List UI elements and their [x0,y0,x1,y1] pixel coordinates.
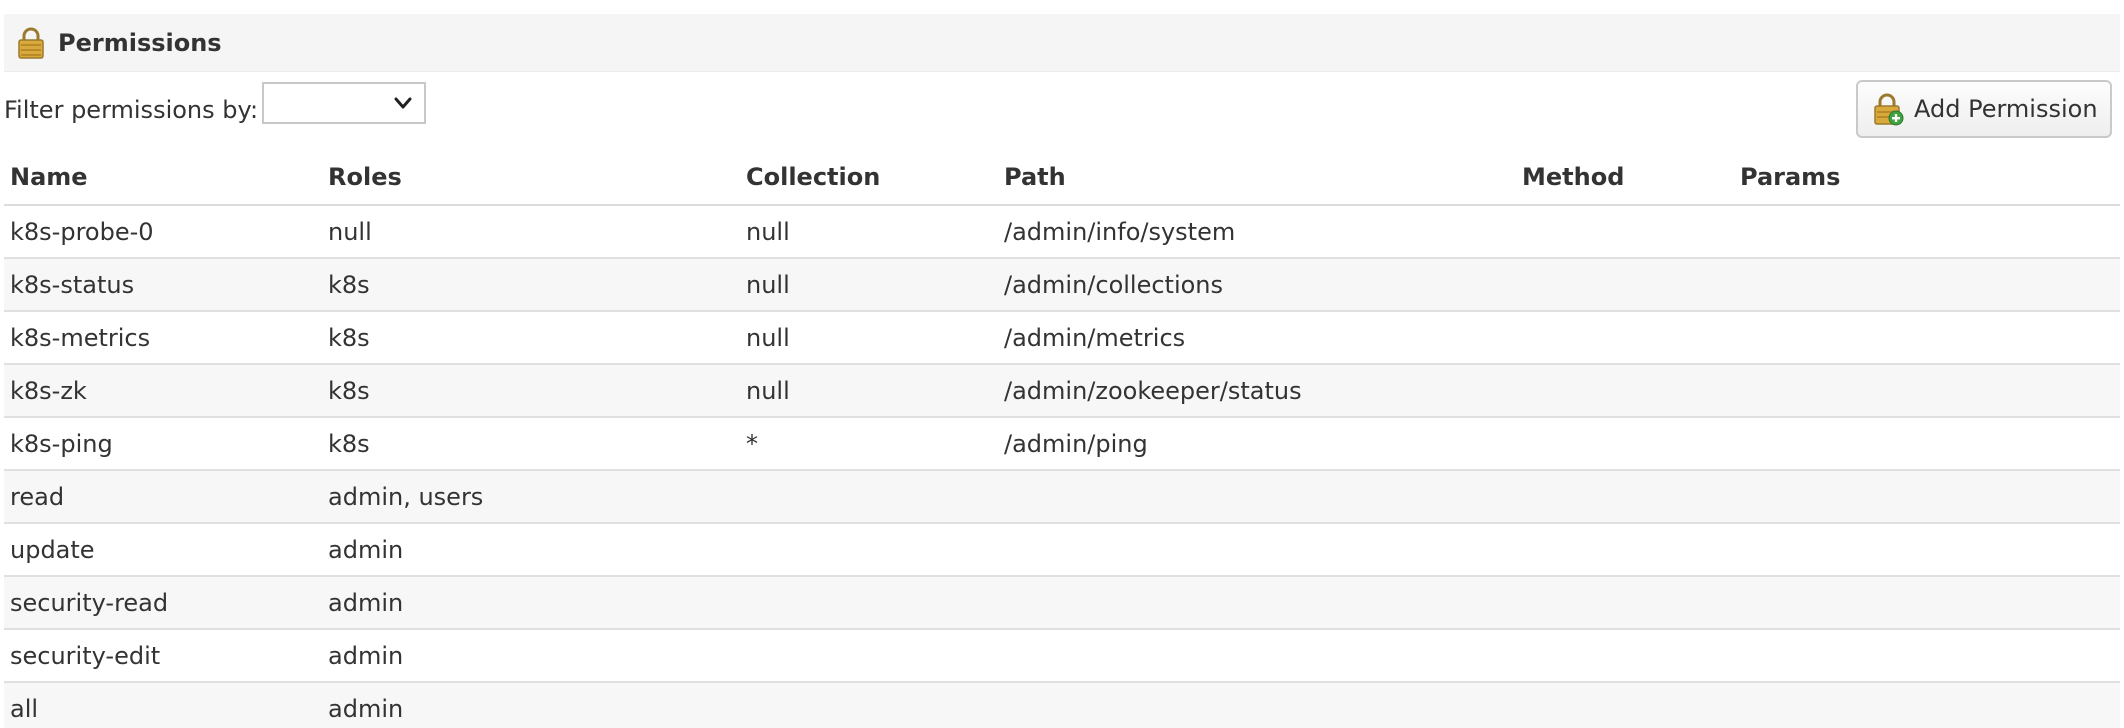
cell-roles: admin [322,576,740,630]
cell-collection [740,523,998,577]
cell-method [1516,576,1734,630]
lock-icon [16,26,46,60]
cell-params [1734,682,2120,728]
cell-name[interactable]: k8s-ping [4,417,322,471]
cell-name[interactable]: update [4,523,322,577]
cell-name[interactable]: k8s-zk [4,364,322,418]
cell-params [1734,258,2120,312]
cell-params [1734,364,2120,418]
table-row[interactable]: k8s-status k8s null /admin/collections [4,258,2120,312]
table-row[interactable]: security-edit admin [4,629,2120,683]
cell-method [1516,205,1734,259]
cell-path: /admin/info/system [998,205,1516,259]
toolbar: Filter permissions by: [4,72,2120,138]
cell-roles: admin [322,629,740,683]
cell-name[interactable]: k8s-metrics [4,311,322,365]
cell-path [998,682,1516,728]
add-permission-button[interactable]: Add Permission [1856,80,2112,138]
cell-collection [740,470,998,524]
cell-params [1734,523,2120,577]
column-header-name[interactable]: Name [4,150,322,206]
cell-params [1734,205,2120,259]
cell-params [1734,470,2120,524]
cell-params [1734,629,2120,683]
table-row[interactable]: k8s-zk k8s null /admin/zookeeper/status [4,364,2120,418]
cell-name[interactable]: all [4,682,322,728]
cell-path: /admin/collections [998,258,1516,312]
panel-title: Permissions [58,28,222,57]
cell-collection: * [740,417,998,471]
filter-label: Filter permissions by: [4,96,259,124]
cell-name[interactable]: k8s-status [4,258,322,312]
cell-params [1734,311,2120,365]
cell-collection: null [740,311,998,365]
panel-header: Permissions [4,14,2120,72]
filter-select[interactable] [262,82,426,124]
cell-roles: k8s [322,417,740,471]
table-row[interactable]: k8s-ping k8s * /admin/ping [4,417,2120,471]
cell-collection [740,629,998,683]
cell-collection: null [740,364,998,418]
permissions-panel: Permissions Filter permissions by: [4,14,2120,728]
cell-collection: null [740,258,998,312]
lock-add-icon [1872,92,1904,126]
cell-roles: null [322,205,740,259]
cell-params [1734,417,2120,471]
cell-method [1516,470,1734,524]
table-row[interactable]: all admin [4,682,2120,728]
column-header-collection[interactable]: Collection [740,150,998,206]
column-header-method[interactable]: Method [1516,150,1734,206]
permissions-table: Name Roles Collection Path Method Params… [4,150,2120,728]
cell-path: /admin/ping [998,417,1516,471]
table-row[interactable]: k8s-metrics k8s null /admin/metrics [4,311,2120,365]
cell-collection [740,682,998,728]
cell-path [998,523,1516,577]
cell-method [1516,417,1734,471]
cell-roles: k8s [322,311,740,365]
cell-roles: k8s [322,364,740,418]
cell-method [1516,523,1734,577]
table-header-row: Name Roles Collection Path Method Params [4,150,2120,206]
cell-path [998,576,1516,630]
column-header-params[interactable]: Params [1734,150,2120,206]
cell-collection: null [740,205,998,259]
cell-roles: admin [322,523,740,577]
cell-name[interactable]: k8s-probe-0 [4,205,322,259]
cell-name[interactable]: security-read [4,576,322,630]
cell-name[interactable]: security-edit [4,629,322,683]
cell-name[interactable]: read [4,470,322,524]
add-permission-label: Add Permission [1914,95,2098,123]
column-header-roles[interactable]: Roles [322,150,740,206]
table-row[interactable]: k8s-probe-0 null null /admin/info/system [4,205,2120,259]
chevron-down-icon [392,92,414,114]
cell-path [998,470,1516,524]
cell-params [1734,576,2120,630]
column-header-path[interactable]: Path [998,150,1516,206]
cell-method [1516,364,1734,418]
table-row[interactable]: update admin [4,523,2120,577]
cell-roles: admin, users [322,470,740,524]
table-row[interactable]: read admin, users [4,470,2120,524]
cell-collection [740,576,998,630]
cell-path: /admin/metrics [998,311,1516,365]
table-row[interactable]: security-read admin [4,576,2120,630]
cell-method [1516,311,1734,365]
cell-path [998,629,1516,683]
cell-roles: k8s [322,258,740,312]
cell-method [1516,629,1734,683]
cell-method [1516,682,1734,728]
cell-method [1516,258,1734,312]
cell-roles: admin [322,682,740,728]
cell-path: /admin/zookeeper/status [998,364,1516,418]
